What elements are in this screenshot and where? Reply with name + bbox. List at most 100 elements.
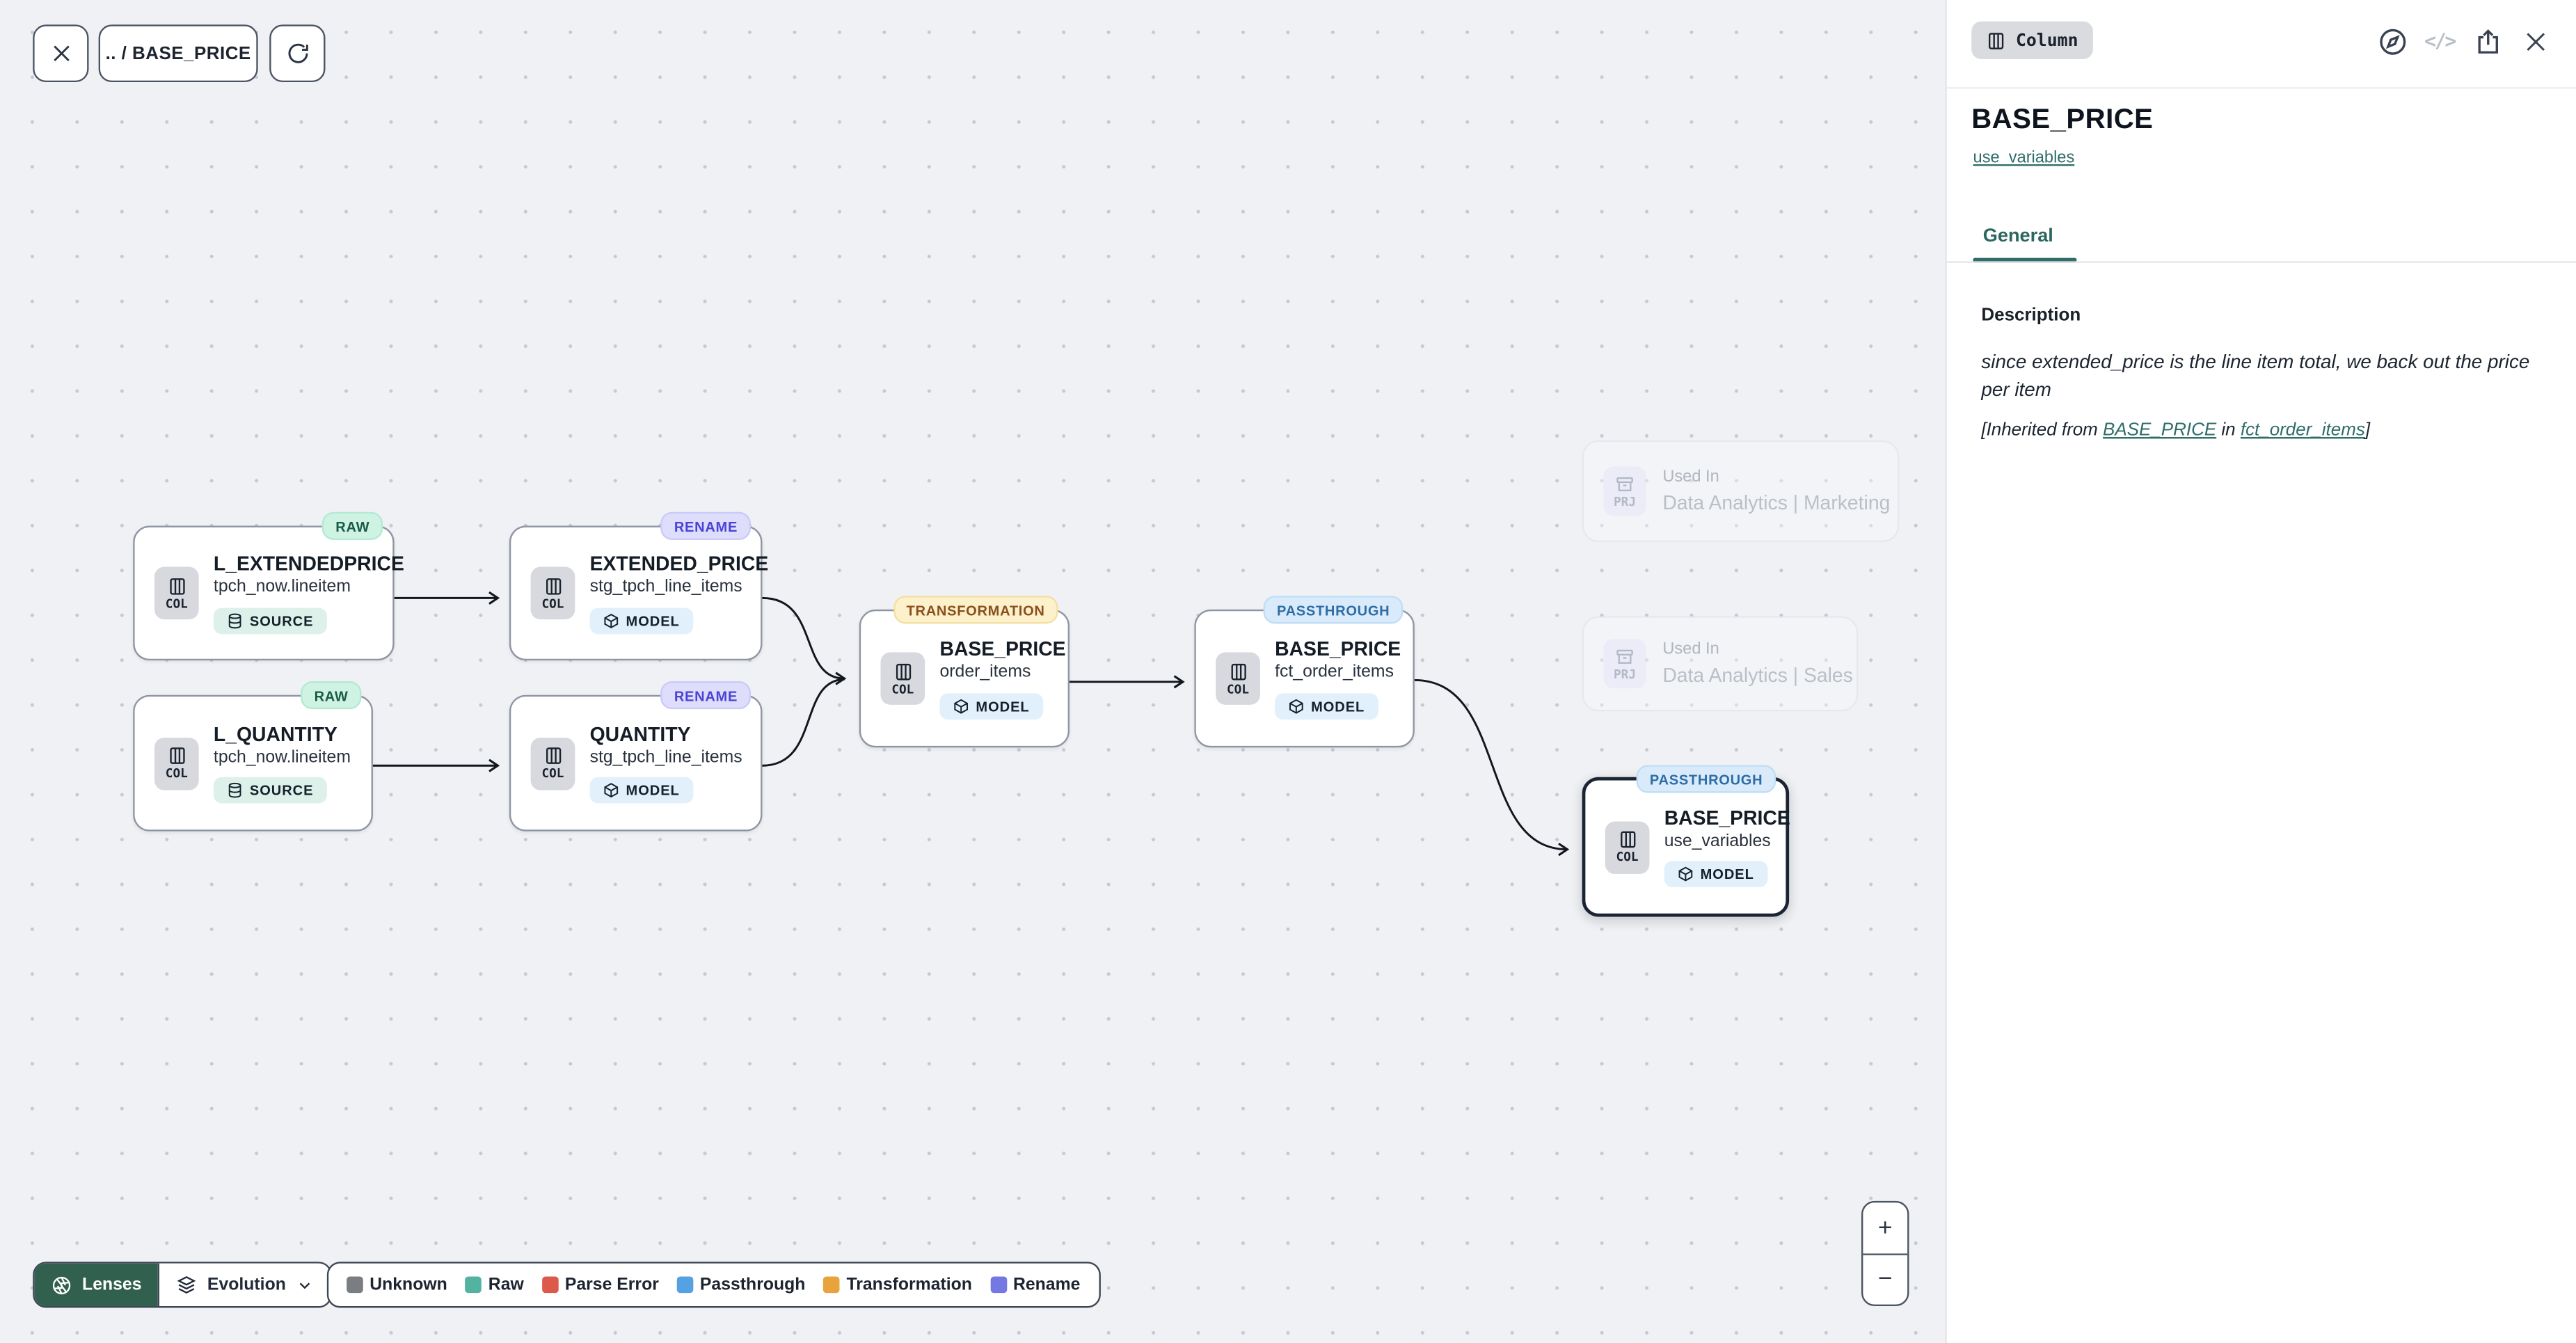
legend-swatch bbox=[465, 1276, 482, 1294]
evolution-tag: RAW bbox=[322, 511, 383, 540]
inherited-note: [Inherited from BASE_PRICE in fct_order_… bbox=[1981, 420, 2371, 440]
lineage-node-quantity[interactable]: RENAME COL QUANTITY stg_tpch_line_items … bbox=[509, 681, 763, 832]
edge-quantity-baseprice bbox=[762, 678, 845, 767]
close-panel-button[interactable] bbox=[2518, 24, 2551, 57]
tab-divider bbox=[1946, 261, 2576, 263]
evolution-tag: TRANSFORMATION bbox=[893, 596, 1058, 624]
database-icon bbox=[227, 612, 244, 629]
lineage-node-base-price-use-variables[interactable]: PASSTHROUGH COL BASE_PRICE use_variables… bbox=[1582, 765, 1790, 917]
legend-item-passthrough: Passthrough bbox=[676, 1275, 805, 1294]
lenses-button[interactable]: Lenses bbox=[34, 1263, 159, 1306]
legend-swatch bbox=[541, 1276, 559, 1294]
legend-item-unknown: Unknown bbox=[347, 1275, 447, 1294]
inherited-model-link[interactable]: fct_order_items bbox=[2240, 420, 2365, 440]
column-type-badge: COL bbox=[1605, 820, 1650, 873]
node-kind-badge: MODEL bbox=[1275, 692, 1378, 720]
column-type-badge: COL bbox=[1216, 652, 1260, 705]
edge-fctorderitems-usevariables bbox=[1414, 678, 1570, 857]
lineage-node-base-price-order-items[interactable]: TRANSFORMATION COL BASE_PRICE order_item… bbox=[859, 596, 1070, 748]
active-tab-indicator bbox=[1973, 257, 2077, 263]
node-title: BASE_PRICE bbox=[1664, 806, 1790, 829]
node-title: EXTENDED_PRICE bbox=[589, 552, 769, 575]
evolution-tag: RENAME bbox=[660, 511, 751, 540]
tab-general[interactable]: General bbox=[1982, 226, 2053, 247]
lenses-label: Lenses bbox=[82, 1275, 142, 1295]
columns-icon bbox=[543, 746, 562, 765]
node-subtitle: tpch_now.lineitem bbox=[213, 577, 351, 597]
lineage-node-base-price-fct-order-items[interactable]: PASSTHROUGH COL BASE_PRICE fct_order_ite… bbox=[1194, 596, 1415, 748]
entity-type-badge: Column bbox=[1971, 21, 2093, 59]
column-type-badge: COL bbox=[530, 736, 575, 790]
zoom-in-button[interactable]: + bbox=[1863, 1202, 1908, 1255]
cube-icon bbox=[1678, 866, 1694, 883]
zoom-controls: + − bbox=[1861, 1200, 1909, 1306]
node-subtitle: stg_tpch_line_items bbox=[589, 747, 742, 767]
legend-swatch bbox=[823, 1276, 841, 1294]
code-view-button[interactable]: </> bbox=[2424, 29, 2456, 53]
cube-icon bbox=[603, 612, 619, 629]
breadcrumb-label: .. / BASE_PRICE bbox=[105, 43, 251, 63]
close-icon bbox=[50, 42, 72, 64]
model-link[interactable]: use_variables bbox=[1973, 149, 2075, 168]
lineage-canvas[interactable]: .. / BASE_PRICE RAW COL L_EXTENDEDPRICE … bbox=[0, 0, 1946, 1343]
database-icon bbox=[227, 783, 244, 800]
legend-item-raw: Raw bbox=[465, 1275, 524, 1294]
used-in-card-sales[interactable]: PRJ Used In Data Analytics | Sales bbox=[1582, 616, 1859, 712]
lens-mode-dropdown[interactable]: Evolution bbox=[158, 1263, 331, 1306]
project-badge: PRJ bbox=[1603, 639, 1646, 689]
columns-icon bbox=[1617, 830, 1637, 850]
node-title: BASE_PRICE bbox=[1275, 637, 1401, 661]
node-subtitle: stg_tpch_line_items bbox=[589, 577, 742, 597]
node-kind-badge: MODEL bbox=[589, 607, 693, 634]
aperture-icon bbox=[51, 1274, 72, 1296]
inherited-column-link[interactable]: BASE_PRICE bbox=[2103, 420, 2217, 440]
lineage-node-l-quantity[interactable]: RAW COL L_QUANTITY tpch_now.lineitem SOU… bbox=[133, 681, 373, 832]
columns-icon bbox=[1228, 662, 1248, 681]
columns-icon bbox=[893, 662, 912, 681]
panel-tabs: General bbox=[1946, 226, 2576, 263]
columns-icon bbox=[543, 576, 562, 596]
description-text: since extended_price is the line item to… bbox=[1981, 349, 2530, 402]
project-badge: PRJ bbox=[1603, 466, 1646, 516]
used-in-card-marketing[interactable]: PRJ Used In Data Analytics | Marketing bbox=[1582, 440, 1900, 543]
evolution-tag: RAW bbox=[301, 681, 362, 710]
node-subtitle: use_variables bbox=[1664, 830, 1771, 851]
columns-icon bbox=[167, 746, 186, 765]
lenses-control: Lenses Evolution bbox=[33, 1262, 332, 1308]
legend-swatch bbox=[989, 1276, 1007, 1294]
column-type-badge: COL bbox=[880, 652, 925, 705]
zoom-out-button[interactable]: − bbox=[1863, 1255, 1907, 1305]
refresh-button[interactable] bbox=[269, 24, 326, 83]
column-type-badge: COL bbox=[530, 566, 575, 620]
layers-icon bbox=[176, 1274, 198, 1296]
node-kind-badge: SOURCE bbox=[213, 777, 327, 804]
refresh-icon bbox=[285, 41, 310, 65]
node-title: L_QUANTITY bbox=[213, 722, 337, 746]
archive-icon bbox=[1615, 647, 1635, 667]
breadcrumb[interactable]: .. / BASE_PRICE bbox=[98, 24, 258, 83]
panel-header: Column </> bbox=[1946, 0, 2576, 89]
node-subtitle: tpch_now.lineitem bbox=[213, 747, 351, 767]
node-title: QUANTITY bbox=[589, 722, 691, 746]
legend-swatch bbox=[676, 1276, 694, 1294]
lineage-node-extended-price[interactable]: RENAME COL EXTENDED_PRICE stg_tpch_line_… bbox=[509, 511, 768, 661]
node-kind-badge: SOURCE bbox=[213, 607, 327, 634]
share-export-button[interactable] bbox=[2471, 24, 2504, 57]
node-title: BASE_PRICE bbox=[939, 637, 1066, 661]
legend-item-transformation: Transformation bbox=[823, 1275, 972, 1294]
node-kind-badge: MODEL bbox=[939, 692, 1043, 720]
cube-icon bbox=[953, 698, 969, 715]
lineage-node-l-extendedprice[interactable]: RAW COL L_EXTENDEDPRICE tpch_now.lineite… bbox=[133, 511, 404, 661]
archive-icon bbox=[1615, 475, 1635, 494]
used-in-label: Used In bbox=[1662, 641, 1719, 660]
panel-title: BASE_PRICE bbox=[1971, 103, 2154, 135]
node-kind-badge: MODEL bbox=[1664, 861, 1767, 888]
legend-item-parse-error: Parse Error bbox=[541, 1275, 659, 1294]
evolution-tag: RENAME bbox=[660, 681, 751, 710]
used-in-project: Data Analytics | Sales bbox=[1662, 663, 1853, 687]
columns-icon bbox=[167, 576, 186, 596]
description-label: Description bbox=[1981, 305, 2081, 326]
close-lineage-button[interactable] bbox=[33, 24, 89, 83]
explore-compass-button[interactable] bbox=[2376, 24, 2408, 57]
